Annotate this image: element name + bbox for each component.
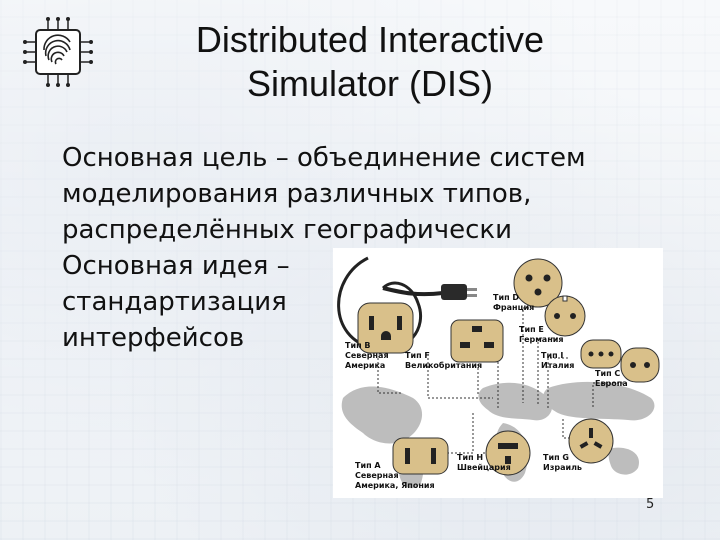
body-line-5: стандартизация (62, 287, 287, 317)
label-type-e: Тип E (519, 325, 544, 334)
body-line-2: моделирования различных типов, (62, 179, 532, 209)
page-number: 5 (646, 497, 655, 512)
label-type-a-r1: Северная (355, 471, 399, 480)
label-type-b-r1: Северная (345, 351, 389, 360)
label-type-c: Тип C (595, 369, 620, 378)
socket-type-i: Тип I Италия (541, 339, 622, 370)
label-type-e-r: Германия (519, 335, 563, 344)
label-type-b: Тип B (345, 341, 370, 350)
socket-type-f: Тип F Великобритания (405, 319, 504, 370)
plug-types-illustration: Тип B Северная Америка Тип F Великобрита… (333, 248, 663, 498)
body-line-4: Основная идея – (62, 251, 290, 281)
socket-type-g: Тип G Израиль (543, 418, 614, 472)
label-type-c-r: Европа (595, 379, 628, 388)
label-type-a-r2: Америка, Япония (355, 481, 435, 490)
slide-title: Distributed Interactive Simulator (DIS) (150, 18, 590, 106)
socket-type-b: Тип B Северная Америка (345, 302, 414, 370)
label-type-d: Тип D (493, 293, 519, 302)
label-type-g-r: Израиль (543, 463, 582, 472)
label-type-h-r: Швейцария (457, 463, 511, 472)
socket-type-a: Тип A Северная Америка, Япония (355, 437, 449, 490)
label-type-g: Тип G (543, 453, 569, 462)
socket-type-e: Тип E Германия (519, 295, 586, 344)
label-type-b-r2: Америка (345, 361, 385, 370)
socket-type-h: Тип H Швейцария (457, 430, 531, 476)
title-line-2: Simulator (DIS) (246, 63, 494, 104)
label-type-h: Тип H (457, 453, 483, 462)
label-type-i-r: Италия (541, 361, 574, 370)
label-type-i: Тип I (541, 351, 563, 360)
body-line-6: интерфейсов (62, 323, 245, 353)
title-line-1: Distributed Interactive (195, 19, 545, 60)
label-type-f: Тип F (405, 351, 430, 360)
label-type-f-r: Великобритания (405, 360, 482, 370)
body-line-1: Основная цель – объединение систем (62, 143, 586, 173)
socket-type-c: Тип C Европа (595, 347, 660, 388)
label-type-d-r: Франция (493, 303, 534, 312)
circuit-chip-icon (23, 17, 93, 87)
socket-type-d: Тип D Франция (493, 258, 563, 312)
body-line-3: распределённых географически (62, 215, 513, 245)
slide-body: Основная цель – объединение систем модел… (62, 140, 662, 356)
label-type-a: Тип A (355, 461, 381, 470)
